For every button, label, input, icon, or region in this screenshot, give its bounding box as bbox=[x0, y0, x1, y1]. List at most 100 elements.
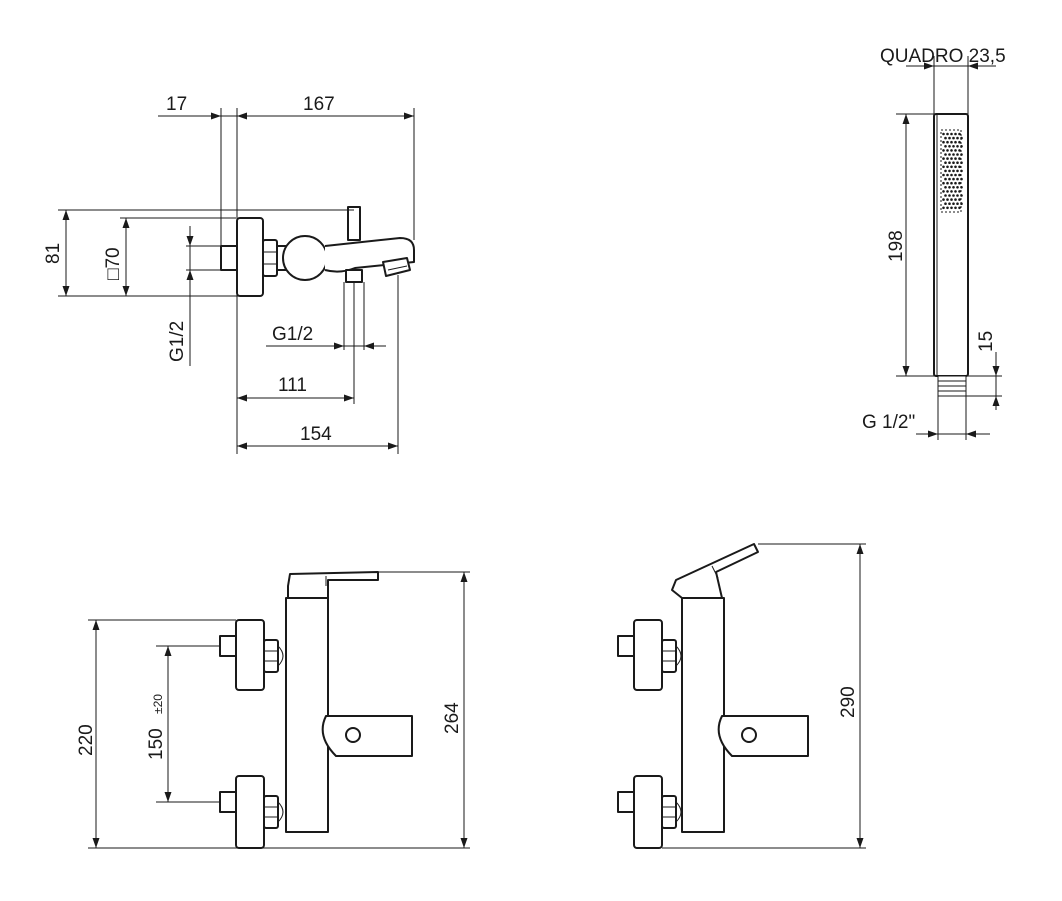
spray-nozzle bbox=[950, 132, 953, 136]
spray-nozzle bbox=[960, 136, 963, 140]
spray-nozzle bbox=[942, 165, 945, 169]
spray-nozzle bbox=[956, 194, 959, 197]
spray-nozzle bbox=[944, 194, 947, 197]
spray-nozzle bbox=[942, 190, 945, 193]
top-view: 17 167 81 □70 G1/2 G1/2 111 15 bbox=[43, 94, 415, 454]
spray-nozzle bbox=[960, 186, 963, 189]
dim-front-total-height-label: 264 bbox=[442, 702, 463, 734]
dim-total-length-label: 154 bbox=[300, 424, 332, 445]
spray-nozzle bbox=[960, 145, 963, 148]
dim-square-section-label: QUADRO 23,5 bbox=[880, 46, 1006, 67]
spray-nozzle bbox=[950, 173, 953, 177]
dim-centers-tolerance-label: ±20 bbox=[151, 694, 165, 714]
spray-nozzle bbox=[954, 157, 957, 160]
spray-nozzle bbox=[958, 198, 961, 201]
spray-nozzle bbox=[944, 161, 947, 164]
spray-nozzles bbox=[942, 132, 963, 210]
side-view-mixer-body bbox=[617, 543, 809, 849]
spray-nozzle bbox=[944, 186, 947, 189]
spray-nozzle bbox=[954, 132, 957, 136]
spray-nozzle bbox=[958, 206, 961, 210]
spray-nozzle bbox=[956, 186, 959, 189]
spray-nozzle bbox=[950, 181, 953, 185]
spray-nozzle bbox=[950, 140, 953, 144]
spray-nozzle bbox=[944, 136, 947, 140]
spray-nozzle bbox=[960, 169, 963, 173]
front-view: 220 150 ±20 264 bbox=[76, 571, 470, 849]
spray-nozzle bbox=[954, 149, 957, 152]
spray-nozzle bbox=[942, 181, 945, 185]
spray-nozzle bbox=[948, 194, 951, 197]
spray-nozzle bbox=[946, 190, 949, 193]
spray-nozzle bbox=[942, 198, 945, 201]
dim-offset-label: 17 bbox=[166, 94, 187, 115]
spray-nozzle bbox=[958, 181, 961, 185]
spray-nozzle bbox=[942, 206, 945, 210]
spray-nozzle bbox=[954, 198, 957, 201]
spray-nozzle bbox=[946, 206, 949, 210]
spray-nozzle bbox=[942, 132, 945, 136]
spray-nozzle bbox=[954, 181, 957, 185]
spray-nozzle bbox=[958, 149, 961, 152]
spray-nozzle bbox=[952, 169, 955, 173]
spray-nozzle bbox=[952, 153, 955, 156]
spray-nozzle bbox=[956, 177, 959, 181]
dim-square-label: □70 bbox=[103, 247, 124, 280]
spray-nozzle bbox=[956, 169, 959, 173]
spray-nozzle bbox=[952, 186, 955, 189]
spray-nozzle bbox=[958, 157, 961, 160]
dim-side-total-height-label: 290 bbox=[838, 686, 859, 718]
spray-nozzle bbox=[946, 165, 949, 169]
dim-connector-label: 15 bbox=[976, 331, 997, 352]
front-view-mixer-body bbox=[219, 571, 413, 849]
hand-shower-body bbox=[933, 113, 969, 397]
spray-nozzle bbox=[942, 173, 945, 177]
spray-nozzle bbox=[958, 173, 961, 177]
dim-outlet-distance-label: 111 bbox=[278, 375, 307, 396]
spray-nozzle bbox=[948, 153, 951, 156]
spray-nozzle bbox=[942, 157, 945, 160]
spray-nozzle bbox=[946, 140, 949, 144]
dim-centers-label: 150 bbox=[146, 728, 167, 760]
spray-nozzle bbox=[954, 140, 957, 144]
top-view-mixer-body bbox=[220, 206, 415, 297]
dim-shower-thread-label: G 1/2" bbox=[862, 412, 915, 433]
spray-nozzle bbox=[956, 202, 959, 205]
spray-nozzle bbox=[960, 161, 963, 164]
spray-nozzle bbox=[954, 206, 957, 210]
spray-nozzle bbox=[950, 206, 953, 210]
spray-nozzle bbox=[948, 177, 951, 181]
spray-nozzle bbox=[944, 177, 947, 181]
spray-nozzle bbox=[944, 169, 947, 173]
spray-nozzle bbox=[946, 157, 949, 160]
spray-nozzle bbox=[948, 186, 951, 189]
spray-nozzle bbox=[948, 169, 951, 173]
dim-wall-height-label: 220 bbox=[76, 724, 97, 756]
spray-nozzle bbox=[944, 153, 947, 156]
spray-nozzle bbox=[950, 149, 953, 152]
spray-nozzle bbox=[960, 153, 963, 156]
spray-nozzle bbox=[948, 161, 951, 164]
spray-nozzle bbox=[958, 140, 961, 144]
spray-nozzle bbox=[954, 173, 957, 177]
spray-nozzle bbox=[952, 145, 955, 148]
spray-nozzle bbox=[952, 177, 955, 181]
spray-nozzle bbox=[954, 190, 957, 193]
hand-shower-view: QUADRO 23,5 198 15 G 1/2" bbox=[862, 46, 1006, 440]
spray-nozzle bbox=[956, 161, 959, 164]
spray-nozzle bbox=[948, 202, 951, 205]
spray-nozzle bbox=[958, 165, 961, 169]
spray-nozzle bbox=[960, 177, 963, 181]
spray-nozzle bbox=[960, 194, 963, 197]
spray-nozzle bbox=[956, 153, 959, 156]
spray-nozzle bbox=[942, 140, 945, 144]
spray-nozzle bbox=[946, 132, 949, 136]
spray-nozzle bbox=[952, 161, 955, 164]
spray-nozzle bbox=[952, 136, 955, 140]
dim-inlet-thread-label: G1/2 bbox=[167, 321, 188, 362]
dim-height-label: 81 bbox=[43, 243, 64, 264]
spray-nozzle bbox=[950, 165, 953, 169]
side-view: 290 bbox=[617, 543, 866, 849]
spray-nozzle bbox=[948, 145, 951, 148]
